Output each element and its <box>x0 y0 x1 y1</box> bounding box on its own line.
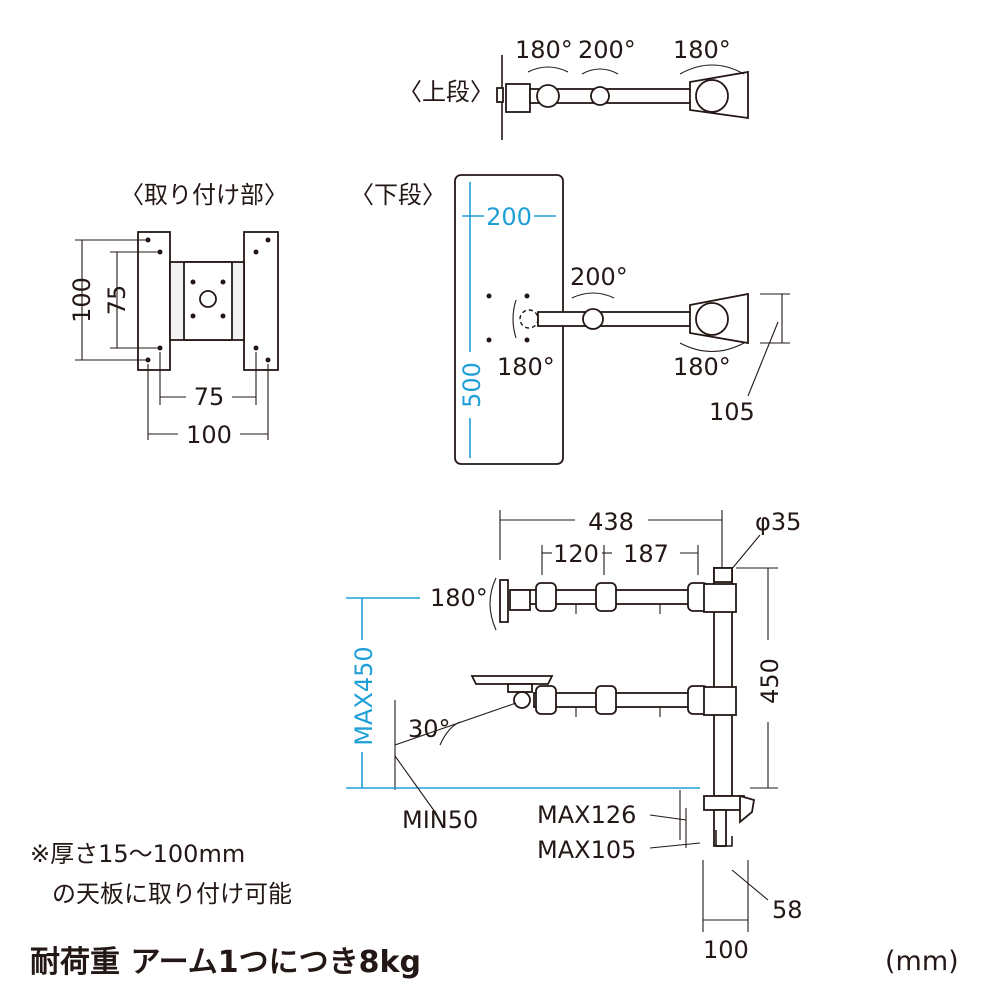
side-upper-joint <box>535 582 557 612</box>
mount-hole <box>190 279 196 285</box>
lower-pole <box>695 302 729 336</box>
mount-view-label: 〈取り付け部〉 <box>120 181 288 209</box>
upper-view: 〈上段〉 180° 200° 180° <box>398 36 749 140</box>
side-tilt-arc <box>439 721 461 746</box>
unit-label: (mm) <box>885 946 959 977</box>
side-shelf-bracket <box>507 683 533 693</box>
side-view: 438 120 187 φ35 180° <box>346 508 803 964</box>
lower-dim-105: 105 <box>709 398 755 426</box>
side-clamp-jaw <box>739 794 756 824</box>
lower-joint <box>582 308 604 330</box>
side-dim-58: 58 <box>772 896 803 924</box>
mount-hole <box>220 279 226 285</box>
mount-hole <box>253 249 259 255</box>
side-clamp-top <box>703 795 745 811</box>
side-dim-max126: MAX126 <box>537 801 636 829</box>
upper-arc-3 <box>679 64 745 75</box>
side-shelf-tilted <box>470 675 554 685</box>
side-shelf-pivot <box>513 691 531 709</box>
mount-dim-75-vertical: 75 <box>103 285 131 316</box>
lower-angle-180-pole: 180° <box>673 353 731 381</box>
side-upper-head <box>509 589 531 611</box>
lower-arm <box>537 311 699 327</box>
side-lower-joint <box>595 685 617 715</box>
upper-joint-2 <box>590 86 610 106</box>
upper-joint-1 <box>536 84 560 108</box>
lower-angle-180-shelf: 180° <box>497 353 555 381</box>
upper-wall-plate <box>496 87 504 103</box>
mount-left-plate <box>137 231 171 371</box>
upper-view-label: 〈上段〉 <box>398 78 494 106</box>
mount-hole <box>265 357 271 363</box>
mount-hole <box>220 313 226 319</box>
mount-right-plate <box>243 231 279 371</box>
mount-hole <box>253 345 259 351</box>
side-clamp-hook <box>715 830 733 847</box>
side-dim-438: 438 <box>588 508 634 536</box>
lower-shelf-hole <box>486 293 492 299</box>
mount-dim-100-horizontal: 100 <box>186 421 232 449</box>
lower-shelf-hole <box>486 337 492 343</box>
side-upper-joint <box>595 582 617 612</box>
side-dim-187: 187 <box>623 540 669 568</box>
lower-arc-1 <box>571 292 615 299</box>
upper-angle-1: 180° <box>515 36 573 64</box>
upper-arc-2 <box>581 68 619 75</box>
side-dim-450: 450 <box>756 658 784 704</box>
side-dim-max105: MAX105 <box>537 836 636 864</box>
side-leader-58 <box>731 869 769 901</box>
mount-dim-100-vertical: 100 <box>68 277 96 323</box>
load-capacity: 耐荷重 アーム1つにつき8kg <box>30 945 421 980</box>
side-dim-phi35: φ35 <box>755 508 801 536</box>
mount-hole <box>190 313 196 319</box>
lower-blue-dim-500: 500 <box>458 362 486 408</box>
side-upper-collar <box>703 583 737 613</box>
upper-angle-3: 180° <box>673 36 731 64</box>
lower-blue-dim-200: 200 <box>486 203 532 231</box>
side-dim-120: 120 <box>553 540 599 568</box>
lower-angle-200: 200° <box>570 263 628 291</box>
side-upper-arc <box>489 577 497 631</box>
lower-shelf-hole <box>524 293 530 299</box>
side-angle-30: 30° <box>408 715 451 743</box>
mount-center-hole <box>199 290 217 308</box>
side-blue-dim-max450: MAX450 <box>350 646 378 745</box>
side-lower-collar <box>703 686 737 716</box>
side-angle-180: 180° <box>430 584 488 612</box>
upper-pole <box>695 79 729 113</box>
side-leader-max105 <box>649 842 701 849</box>
side-upper-vesa-plate <box>499 579 509 623</box>
side-dim-min50: MIN50 <box>402 806 478 834</box>
upper-arc-1 <box>527 66 569 73</box>
side-lower-joint <box>535 685 557 715</box>
side-dim-100: 100 <box>703 936 749 964</box>
lower-shelf-hole <box>524 337 530 343</box>
mount-dim-75-horizontal: 75 <box>194 383 225 411</box>
side-leader-max126 <box>649 814 687 821</box>
lower-arc-shelf <box>512 299 517 339</box>
lower-arc-2 <box>679 342 745 352</box>
lower-dim-leader-105 <box>747 321 779 397</box>
upper-mount-block <box>505 83 531 113</box>
side-leader-min50 <box>394 755 436 813</box>
lower-view: 〈下段〉 200 500 200° 180° 180° 105 <box>350 174 790 465</box>
upper-angle-2: 200° <box>578 36 636 64</box>
note-thickness: ※厚さ15〜100mm <box>30 840 245 868</box>
side-pole-cap <box>713 567 733 583</box>
lower-view-label: 〈下段〉 <box>350 181 446 209</box>
mount-hole <box>265 237 271 243</box>
mount-view: 〈取り付け部〉 100 75 75 <box>68 181 288 449</box>
note-mountable: の天板に取り付け可能 <box>52 880 292 908</box>
